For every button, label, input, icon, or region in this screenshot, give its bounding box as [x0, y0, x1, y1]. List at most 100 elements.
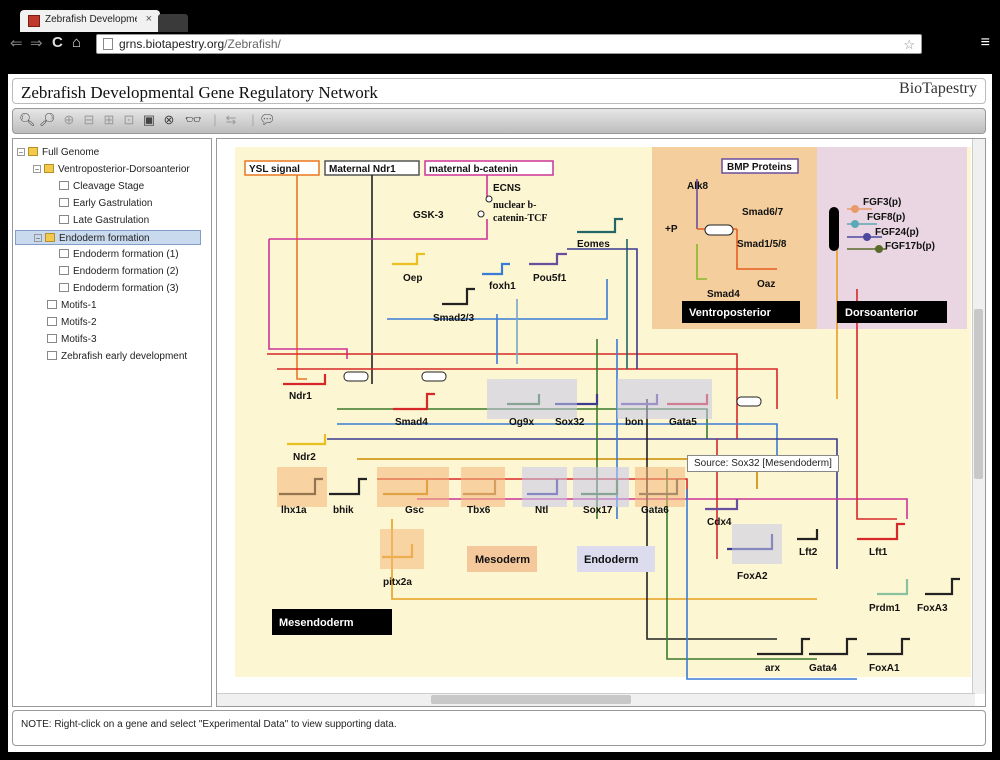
bmp-label: BMP Proteins	[727, 162, 792, 173]
tree-node-full-genome[interactable]: −Full Genome	[17, 147, 100, 158]
tree-node-early-gastrulation[interactable]: Early Gastrulation	[59, 196, 152, 211]
collapse-icon[interactable]: −	[17, 148, 25, 157]
oaz-label: Oaz	[757, 279, 775, 290]
tree-node-late-gastrulation[interactable]: Late Gastrulation	[59, 213, 149, 228]
tree-node-endoderm-formation-3[interactable]: Endoderm formation (3)	[59, 281, 179, 296]
gene-smad4: Smad4	[395, 417, 428, 428]
gene-ntl: Ntl	[535, 505, 549, 516]
gene-lft2: Lft2	[799, 547, 818, 558]
tree-node-motifs-2[interactable]: Motifs-2	[47, 315, 97, 330]
endoderm-label: Endoderm	[584, 554, 639, 566]
tree-node-endoderm-formation[interactable]: −Endoderm formation	[15, 230, 201, 245]
clear-selection-icon[interactable]: ⇆	[225, 112, 237, 127]
tree-node-endoderm-formation-2[interactable]: Endoderm formation (2)	[59, 264, 179, 279]
foxa2-box	[732, 524, 782, 564]
zoom-to-selected-icon[interactable]: ⊟	[83, 112, 95, 127]
fgf3-label: FGF3(p)	[863, 197, 901, 208]
app-title-bar: Zebrafish Developmental Gene Regulatory …	[12, 78, 986, 104]
note-text: NOTE: Right-click on a gene and select "…	[21, 719, 397, 730]
search-binoculars-icon[interactable]: 👓︎	[185, 112, 202, 127]
dorsoanterior-region	[817, 147, 967, 329]
app-toolbar: 🔍︎ 🔎︎ ⊕ ⊟ ⊞ ⊡ ▣ ⊗ 👓︎ | ⇆ | 💬︎	[12, 108, 986, 134]
horizontal-scroll-thumb[interactable]	[431, 695, 631, 704]
vertical-scroll-thumb[interactable]	[974, 309, 983, 479]
reload-icon[interactable]: C	[52, 34, 63, 51]
gene-foxa2: FoxA2	[737, 571, 768, 582]
pitx2a-box	[380, 529, 424, 569]
zoom-to-sheet-icon[interactable]: ⊡	[123, 112, 135, 127]
gene-ndr1: Ndr1	[289, 391, 312, 402]
gene-lhx1a: lhx1a	[281, 505, 307, 516]
zoom-to-region-icon[interactable]: ⊗	[163, 112, 175, 127]
gene-gata6: Gata6	[641, 505, 669, 516]
new-tab-button[interactable]	[158, 14, 188, 32]
fgf24-label: FGF24(p)	[875, 227, 919, 238]
document-icon	[59, 181, 69, 190]
tbx6-box	[461, 467, 505, 507]
zoom-out-icon[interactable]: 🔍︎	[19, 112, 36, 127]
gene-eomes: Eomes	[577, 239, 610, 250]
ventroposterior-box	[682, 301, 800, 323]
gene-lft1: Lft1	[869, 547, 888, 558]
alk8-label: Alk8	[687, 181, 709, 192]
catenin-tcf-label: catenin-TCF	[493, 213, 547, 224]
gene-pou5f1: Pou5f1	[533, 273, 567, 284]
collapse-icon[interactable]: −	[34, 234, 42, 243]
tree-node-motifs-3[interactable]: Motifs-3	[47, 332, 97, 347]
tree-node-motifs-1[interactable]: Motifs-1	[47, 298, 97, 313]
biotapestry-logo: BioTapestry	[899, 80, 977, 97]
complex-fgf	[829, 207, 839, 251]
fgf8-label: FGF8(p)	[867, 212, 905, 223]
zoom-to-model-icon[interactable]: ⊕	[63, 112, 75, 127]
horizontal-scrollbar[interactable]	[217, 693, 975, 706]
fgf8-dot	[851, 220, 859, 228]
complex-gata5	[736, 396, 762, 407]
gene-smad23: Smad2/3	[433, 313, 475, 324]
address-bar[interactable]: grns.biotapestry.org/Zebrafish/ ☆	[96, 34, 922, 54]
gene-foxh1: foxh1	[489, 281, 516, 292]
collapse-icon[interactable]: −	[33, 165, 41, 174]
forward-arrow-icon[interactable]: ⇒	[30, 35, 43, 52]
smad158-label: Smad1/5/8	[737, 239, 787, 250]
zoom-in-icon[interactable]: 🔎︎	[39, 112, 56, 127]
gene-bhik: bhik	[333, 505, 354, 516]
tooltip-toggle-icon[interactable]: 💬︎	[259, 112, 276, 127]
tree-node-cleavage-stage[interactable]: Cleavage Stage	[59, 179, 144, 194]
zoom-to-fit-icon[interactable]: ▣	[142, 112, 156, 127]
back-arrow-icon[interactable]: ⇐	[10, 35, 23, 52]
ntl-box	[522, 467, 567, 507]
document-icon	[59, 266, 69, 275]
tree-node-ventroposterior-dorsoanterior[interactable]: −Ventroposterior-Dorsoanterior	[33, 164, 190, 175]
complex-ndr1	[343, 371, 369, 382]
browser-menu-icon[interactable]: ≡	[980, 34, 990, 51]
tree-node-zebrafish-early-development[interactable]: Zebrafish early development	[47, 349, 187, 364]
bookmark-star-icon[interactable]: ☆	[903, 37, 915, 52]
complex-smad	[421, 371, 447, 382]
gsk3-label: GSK-3	[413, 210, 444, 221]
tab-close-icon[interactable]: ×	[145, 13, 152, 25]
gene-bon: bon	[625, 417, 643, 428]
vertical-scrollbar[interactable]	[972, 139, 985, 694]
browser-tab[interactable]: Zebrafish Developmental ×	[20, 10, 160, 32]
tree-node-endoderm-formation-1[interactable]: Endoderm formation (1)	[59, 247, 179, 262]
bmp-box	[721, 158, 799, 174]
plus-p-label: +P	[665, 224, 678, 235]
gene-sox17: Sox17	[583, 505, 613, 516]
fgf24-dot	[863, 233, 871, 241]
network-diagram[interactable]: YSL signal Maternal Ndr1 maternal b-cate…	[217, 139, 975, 695]
document-icon	[47, 317, 57, 326]
zoom-to-current-icon[interactable]: ⊞	[103, 112, 115, 127]
gene-prdm1: Prdm1	[869, 603, 901, 614]
document-icon	[59, 283, 69, 292]
network-viewer[interactable]: YSL signal Maternal Ndr1 maternal b-cate…	[216, 138, 986, 707]
gene-oep: Oep	[403, 273, 422, 284]
gene-tbx6: Tbx6	[467, 505, 491, 516]
fgf17b-dot	[875, 245, 883, 253]
app-title: Zebrafish Developmental Gene Regulatory …	[21, 83, 378, 102]
bon-gata5-box	[617, 379, 712, 419]
smad67-label: Smad6/7	[742, 207, 784, 218]
sox17-box	[573, 467, 629, 507]
maternal-bcatenin-box	[424, 160, 554, 176]
home-icon[interactable]: ⌂	[72, 34, 82, 51]
document-icon	[47, 300, 57, 309]
